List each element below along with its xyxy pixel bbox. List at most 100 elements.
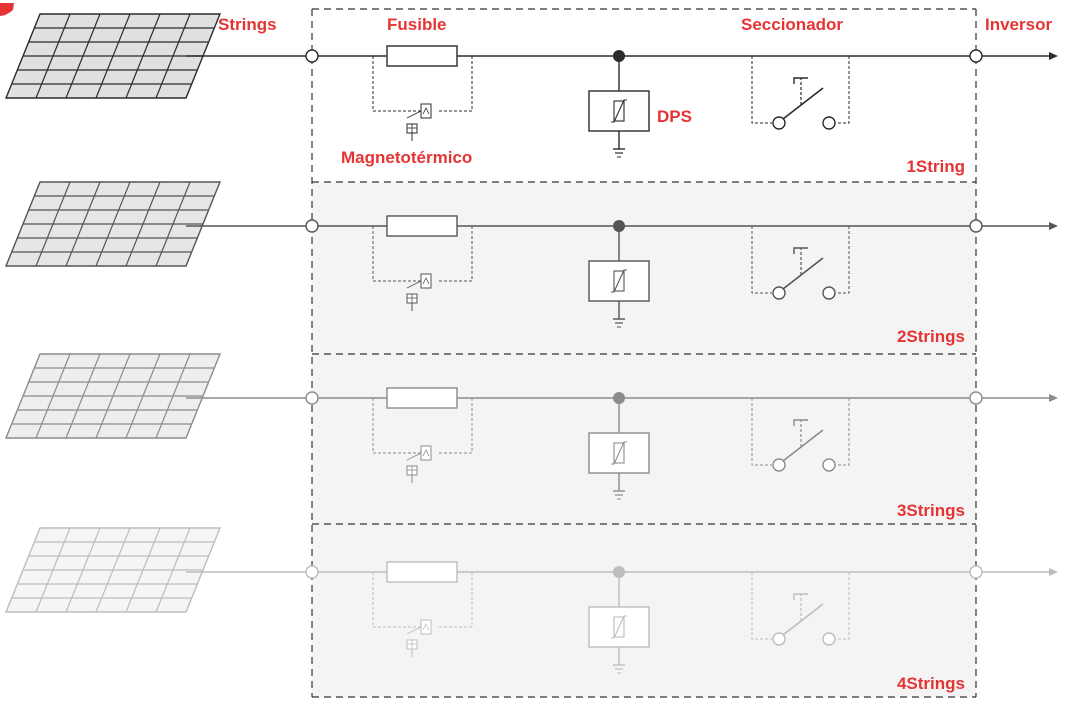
varistor-slash [611, 441, 627, 465]
breaker-link [406, 280, 422, 289]
terminal-out-icon [969, 49, 983, 63]
breaker-icon [372, 572, 473, 657]
row-4 [4, 527, 1058, 674]
panel-col-line [125, 13, 161, 99]
panel-col-line [35, 353, 71, 439]
panel-col-line [125, 353, 161, 439]
panel-col-line [65, 181, 101, 267]
row-1 [4, 13, 1058, 158]
breaker-loop [372, 56, 429, 112]
corner-marker [0, 3, 14, 16]
disconnector-loop [837, 56, 850, 124]
breaker-loop [437, 226, 473, 282]
contact-right [822, 632, 836, 646]
switch-blade [782, 257, 824, 290]
breaker-loop [372, 226, 429, 282]
contact-left [772, 632, 786, 646]
solar-panel-3 [4, 353, 222, 439]
panel-col-line [155, 527, 191, 613]
header-inverter: Inversor [985, 15, 1052, 34]
panel-col-line [35, 13, 71, 99]
solar-panel-2 [4, 181, 222, 267]
varistor [613, 100, 625, 122]
contact-right [822, 116, 836, 130]
breaker-icon [372, 56, 473, 141]
panel-col-line [35, 527, 71, 613]
switch-blade [782, 429, 824, 462]
panel-col-line [65, 527, 101, 613]
switch-handle [793, 593, 808, 600]
terminal-in-icon [305, 219, 319, 233]
breaker-loop [372, 572, 429, 628]
spd-icon [588, 220, 650, 328]
breaker-mark [422, 277, 430, 285]
varistor-slash [611, 269, 627, 293]
disconnector-loop [837, 226, 850, 294]
panel-col-line [155, 353, 191, 439]
terminal-in-icon [305, 49, 319, 63]
breaker-icon [372, 226, 473, 311]
panel-col-line [125, 527, 161, 613]
panel-col-line [95, 353, 131, 439]
row-2 [4, 181, 1058, 328]
contact-right [822, 286, 836, 300]
panel-col-line [35, 181, 71, 267]
disconnector-loop [751, 572, 772, 640]
arrow-icon [1049, 394, 1058, 402]
panel-col-line [95, 527, 131, 613]
terminal-in-icon [305, 565, 319, 579]
row-label-4: 4Strings [897, 674, 965, 693]
breaker-loop [437, 398, 473, 454]
fuse-icon [386, 215, 458, 237]
spd-label: DPS [657, 107, 692, 126]
contact-left [772, 286, 786, 300]
disconnector-loop [751, 56, 772, 124]
switch-handle [793, 247, 808, 254]
row-3 [4, 353, 1058, 500]
breaker-link [406, 626, 422, 635]
varistor-slash [611, 99, 627, 123]
terminal-out-icon [969, 391, 983, 405]
varistor [613, 616, 625, 638]
switch-blade [782, 87, 824, 120]
disconnector-icon [751, 572, 850, 646]
breaker-link [406, 110, 422, 119]
rows [4, 13, 1058, 674]
breaker-coil [420, 445, 432, 461]
solar-panel-1 [4, 13, 222, 99]
breaker-mark [422, 107, 430, 115]
breaker-label: Magnetotérmico [341, 148, 472, 167]
varistor-slash [611, 615, 627, 639]
row-label-2: 2Strings [897, 327, 965, 346]
disconnector-loop [837, 398, 850, 466]
breaker-coil [420, 103, 432, 119]
disconnector-icon [751, 56, 850, 130]
breaker-loop [372, 398, 429, 454]
terminal-in-icon [305, 391, 319, 405]
arrow-icon [1049, 222, 1058, 230]
terminal-out-icon [969, 219, 983, 233]
contact-left [772, 116, 786, 130]
disconnector-loop [837, 572, 850, 640]
spd-icon [588, 392, 650, 500]
contact-right [822, 458, 836, 472]
breaker-coil [420, 273, 432, 289]
switch-handle [793, 77, 808, 84]
breaker-icon [372, 398, 473, 483]
breaker-coil [420, 619, 432, 635]
fuse-icon [386, 387, 458, 409]
header-strings: Strings [218, 15, 277, 34]
contact-left [772, 458, 786, 472]
breaker-loop [437, 572, 473, 628]
panel-col-line [95, 13, 131, 99]
solar-panel-4 [4, 527, 222, 613]
disconnector-icon [751, 398, 850, 472]
arrow-icon [1049, 568, 1058, 576]
switch-blade [782, 603, 824, 636]
panel-col-line [65, 353, 101, 439]
labels: Strings Fusible Seccionador Inversor Mag… [218, 15, 1052, 693]
panel-col-line [155, 181, 191, 267]
disconnector-loop [751, 398, 772, 466]
